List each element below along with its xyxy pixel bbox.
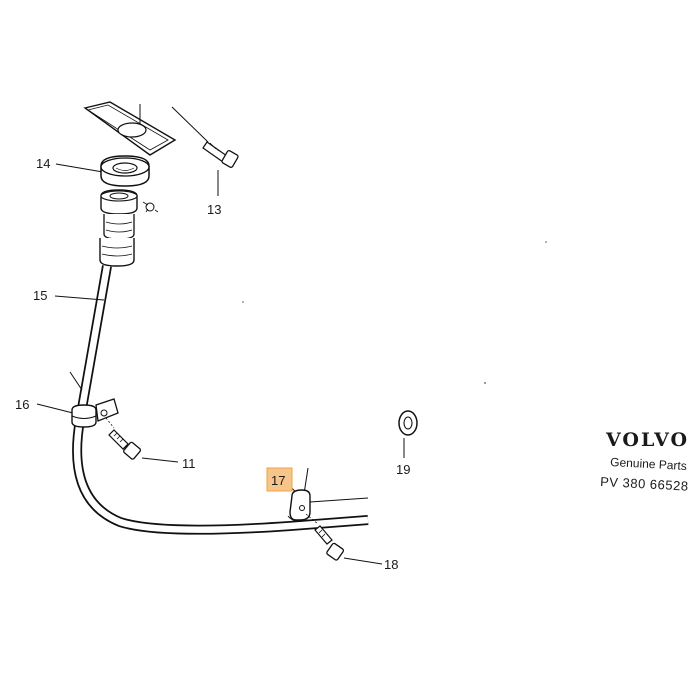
- callout-18[interactable]: 18: [384, 557, 398, 572]
- scan-speck: [242, 301, 244, 303]
- bolt-18-icon: [305, 513, 383, 565]
- brand-logo: VOLVO: [605, 429, 689, 451]
- brand-subtitle: Genuine Parts: [610, 455, 687, 473]
- clamp-16-icon: [36, 398, 119, 428]
- scan-speck: [545, 241, 547, 243]
- hex-nut-icon: [55, 155, 150, 187]
- clip-icon: [142, 201, 159, 213]
- scan-speck: [484, 382, 486, 384]
- callout-15[interactable]: 15: [33, 288, 47, 303]
- callout-11[interactable]: 11: [182, 456, 196, 471]
- callout-17-highlight: [266, 467, 293, 492]
- callout-19[interactable]: 19: [396, 462, 410, 477]
- part-number: PV 380 66528: [600, 474, 689, 494]
- bolt-11-icon: [105, 417, 179, 463]
- gasket-plate-icon: [83, 101, 177, 156]
- callout-16[interactable]: 16: [15, 397, 29, 412]
- clamp-17-icon: [286, 467, 311, 522]
- washer-icon: [398, 410, 418, 458]
- bolt-13-icon: [171, 106, 239, 196]
- callout-13[interactable]: 13: [207, 202, 221, 217]
- callout-14[interactable]: 14: [36, 156, 50, 171]
- pipe-icon: [54, 265, 369, 535]
- pipe-fitting-icon: [99, 189, 138, 267]
- callout-17[interactable]: 17: [271, 473, 285, 488]
